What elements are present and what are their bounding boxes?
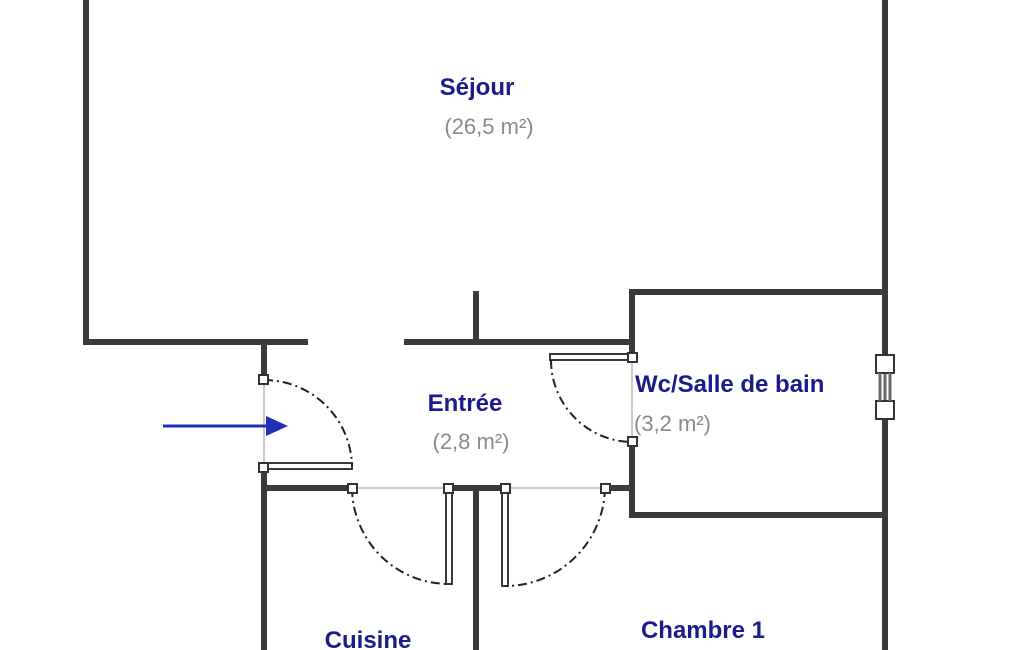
chambre-door-leaf — [501, 487, 509, 587]
window-pane-top — [875, 354, 895, 374]
window-icon — [875, 354, 895, 420]
sejour-name: Séjour — [440, 74, 515, 101]
entree-area: (2,8 m²) — [433, 429, 510, 454]
wc-door-hinge-top — [627, 352, 638, 363]
wc-door-leaf — [549, 353, 633, 361]
window-pane-bottom — [875, 400, 895, 420]
wc-door — [549, 352, 638, 447]
cuisine-name: Cuisine — [325, 627, 412, 650]
cuisine-door-hinge-left — [347, 483, 358, 494]
cuisine-door — [347, 483, 454, 585]
chambre-door-hinge-left — [500, 483, 511, 494]
entry-arrow-icon — [163, 416, 288, 436]
entry-door-hinge-top — [258, 374, 269, 385]
sejour-area: (26,5 m²) — [444, 114, 533, 139]
chambre-door-hinge-right — [600, 483, 611, 494]
entry-door-swing — [263, 379, 353, 467]
wc-door-swing — [550, 359, 633, 443]
chambre1-name: Chambre 1 — [641, 617, 765, 644]
entry-arrow-head — [266, 416, 288, 436]
cuisine-door-hinge-right — [443, 483, 454, 494]
walls — [83, 0, 888, 650]
wc-door-hinge-bottom — [627, 436, 638, 447]
thresholds — [263, 357, 633, 489]
chambre-door-swing — [504, 487, 606, 587]
wc-name: Wc/Salle de bain — [635, 371, 824, 398]
entry-door — [258, 374, 353, 473]
wc-area: (3,2 m²) — [634, 411, 711, 436]
cuisine-door-swing — [351, 487, 450, 585]
entry-door-hinge-bottom — [258, 462, 269, 473]
entry-door-leaf — [263, 462, 353, 470]
chambre-door — [500, 483, 611, 587]
room-labels: Séjour (26,5 m²) Entrée (2,8 m²) Wc/Sall… — [325, 74, 825, 650]
cuisine-door-leaf — [445, 487, 453, 585]
entree-name: Entrée — [428, 390, 503, 417]
